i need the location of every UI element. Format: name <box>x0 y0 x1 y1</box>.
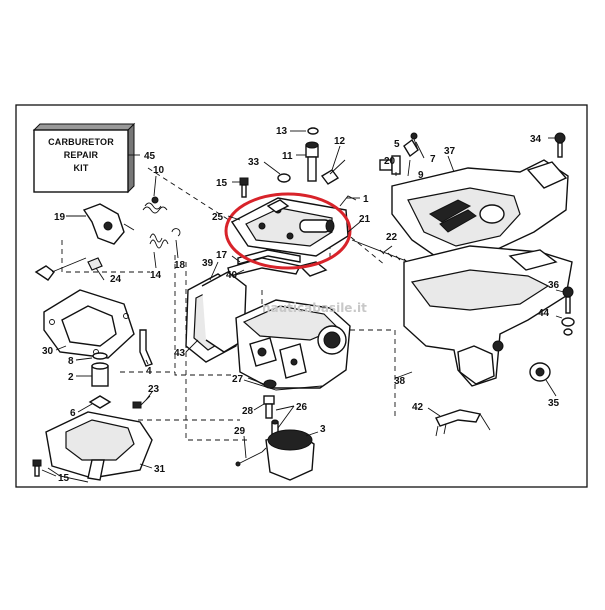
float-part <box>261 429 315 481</box>
air-silencer-cover-part <box>391 159 569 263</box>
spring-part <box>142 196 168 214</box>
small-spring-part <box>149 233 169 249</box>
float-needle-part <box>91 362 109 387</box>
kit-label-line2: REPAIR <box>64 150 99 160</box>
fuel-fitting-part <box>305 141 319 182</box>
callout-6: 6 <box>70 408 76 419</box>
intake-gasket-part <box>185 271 247 363</box>
callout-2: 2 <box>68 372 74 383</box>
callout-17: 17 <box>216 250 228 261</box>
float-bowl-part <box>45 411 153 483</box>
bowl-screw-part <box>32 459 42 477</box>
callout-31: 31 <box>154 464 166 475</box>
callout-11: 11 <box>282 151 293 162</box>
vent-tube-part <box>139 329 153 367</box>
callout-19: 19 <box>54 212 66 223</box>
main-jet-part <box>263 379 277 389</box>
callout-45: 45 <box>144 151 156 162</box>
callout-12: 12 <box>334 136 346 147</box>
callout-1: 1 <box>363 194 369 205</box>
callout-35: 35 <box>548 398 560 409</box>
callout-30: 30 <box>42 346 54 357</box>
small-gasket-part <box>88 395 112 409</box>
callout-38: 38 <box>394 376 406 387</box>
callout-44: 44 <box>538 308 550 319</box>
callout-37: 37 <box>444 146 456 157</box>
callout-9: 9 <box>418 170 424 181</box>
callout-29: 29 <box>234 426 246 437</box>
air-silencer-base-part <box>403 245 573 387</box>
kit-label-line1: CARBURETOR <box>48 137 114 147</box>
washer-top-part <box>307 127 319 135</box>
float-pin-part <box>235 451 263 467</box>
callout-43: 43 <box>174 348 186 359</box>
nut-part <box>277 173 291 183</box>
throttle-lever-part <box>82 203 135 245</box>
callout-15-upper: 15 <box>216 178 228 189</box>
choke-bracket-part <box>435 409 491 437</box>
callout-labels: 45 10 19 14 18 24 13 11 12 33 15 1 25 21… <box>42 126 560 484</box>
callout-14: 14 <box>150 270 162 281</box>
callout-8: 8 <box>68 356 74 367</box>
callout-10: 10 <box>153 165 165 176</box>
callout-40: 40 <box>226 270 238 281</box>
clip-part <box>171 228 181 237</box>
choke-link-part <box>34 257 103 281</box>
callout-27: 27 <box>232 374 244 385</box>
callout-34: 34 <box>530 134 542 145</box>
callout-21: 21 <box>359 214 371 225</box>
dash-guide <box>61 240 150 273</box>
callout-leaders <box>41 130 565 477</box>
dash-guide <box>147 167 331 260</box>
watermark-text: nauticabasile.it <box>262 301 367 315</box>
base-washer-part <box>561 317 575 336</box>
callout-23: 23 <box>148 384 160 395</box>
callout-3: 3 <box>320 424 326 435</box>
highlighted-cover-part <box>230 195 357 257</box>
diagram-frame <box>15 104 588 488</box>
callout-20: 20 <box>384 156 396 167</box>
callout-24: 24 <box>110 274 122 285</box>
carburetor-repair-kit-box: CARBURETOR REPAIR KIT <box>32 122 136 194</box>
callout-42: 42 <box>412 402 424 413</box>
highlight-ellipse <box>224 192 352 270</box>
dash-guide <box>174 255 235 376</box>
callout-39: 39 <box>202 258 214 269</box>
gasket-part <box>43 289 135 359</box>
idle-screw-part <box>263 395 275 419</box>
callout-15-lower: 15 <box>58 473 70 484</box>
throttle-gasket-part <box>237 249 301 265</box>
callout-22: 22 <box>386 232 398 243</box>
silencer-screw-part <box>554 132 566 158</box>
washer-part <box>92 352 108 360</box>
callout-26: 26 <box>296 402 308 413</box>
dash-guide <box>350 329 396 420</box>
connector-part <box>403 138 419 158</box>
drain-screw-part <box>132 395 151 409</box>
callout-33: 33 <box>248 157 260 168</box>
kit-label-line3: KIT <box>73 163 88 173</box>
grommet-part <box>529 362 551 382</box>
callout-5: 5 <box>394 139 400 150</box>
callout-13: 13 <box>276 126 288 137</box>
callout-36: 36 <box>548 280 560 291</box>
callout-25: 25 <box>212 212 224 223</box>
dash-guide <box>185 262 250 441</box>
callout-4: 4 <box>146 366 152 377</box>
carburetor-body-part <box>235 299 351 391</box>
callout-7: 7 <box>430 154 436 165</box>
cover-screw-part <box>239 177 249 198</box>
callout-18: 18 <box>174 260 186 271</box>
base-screw-part <box>562 286 574 314</box>
callout-28: 28 <box>242 406 254 417</box>
plug-part <box>320 159 346 185</box>
